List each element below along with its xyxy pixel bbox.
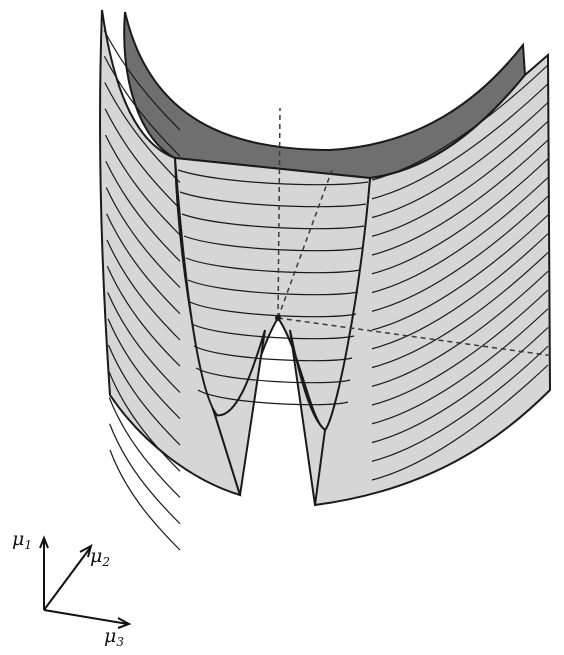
axis-label-mu3: μ3 [104,625,124,649]
axes-key [40,538,129,628]
axis-key-mu3-arrow [44,610,128,624]
axis-label-mu2: μ2 [90,545,110,569]
saddle-point-marker [275,315,281,321]
contour-line-left [110,450,180,550]
axis-label-mu1: μ1 [12,528,32,552]
axis-key-mu2-arrow [44,548,90,610]
